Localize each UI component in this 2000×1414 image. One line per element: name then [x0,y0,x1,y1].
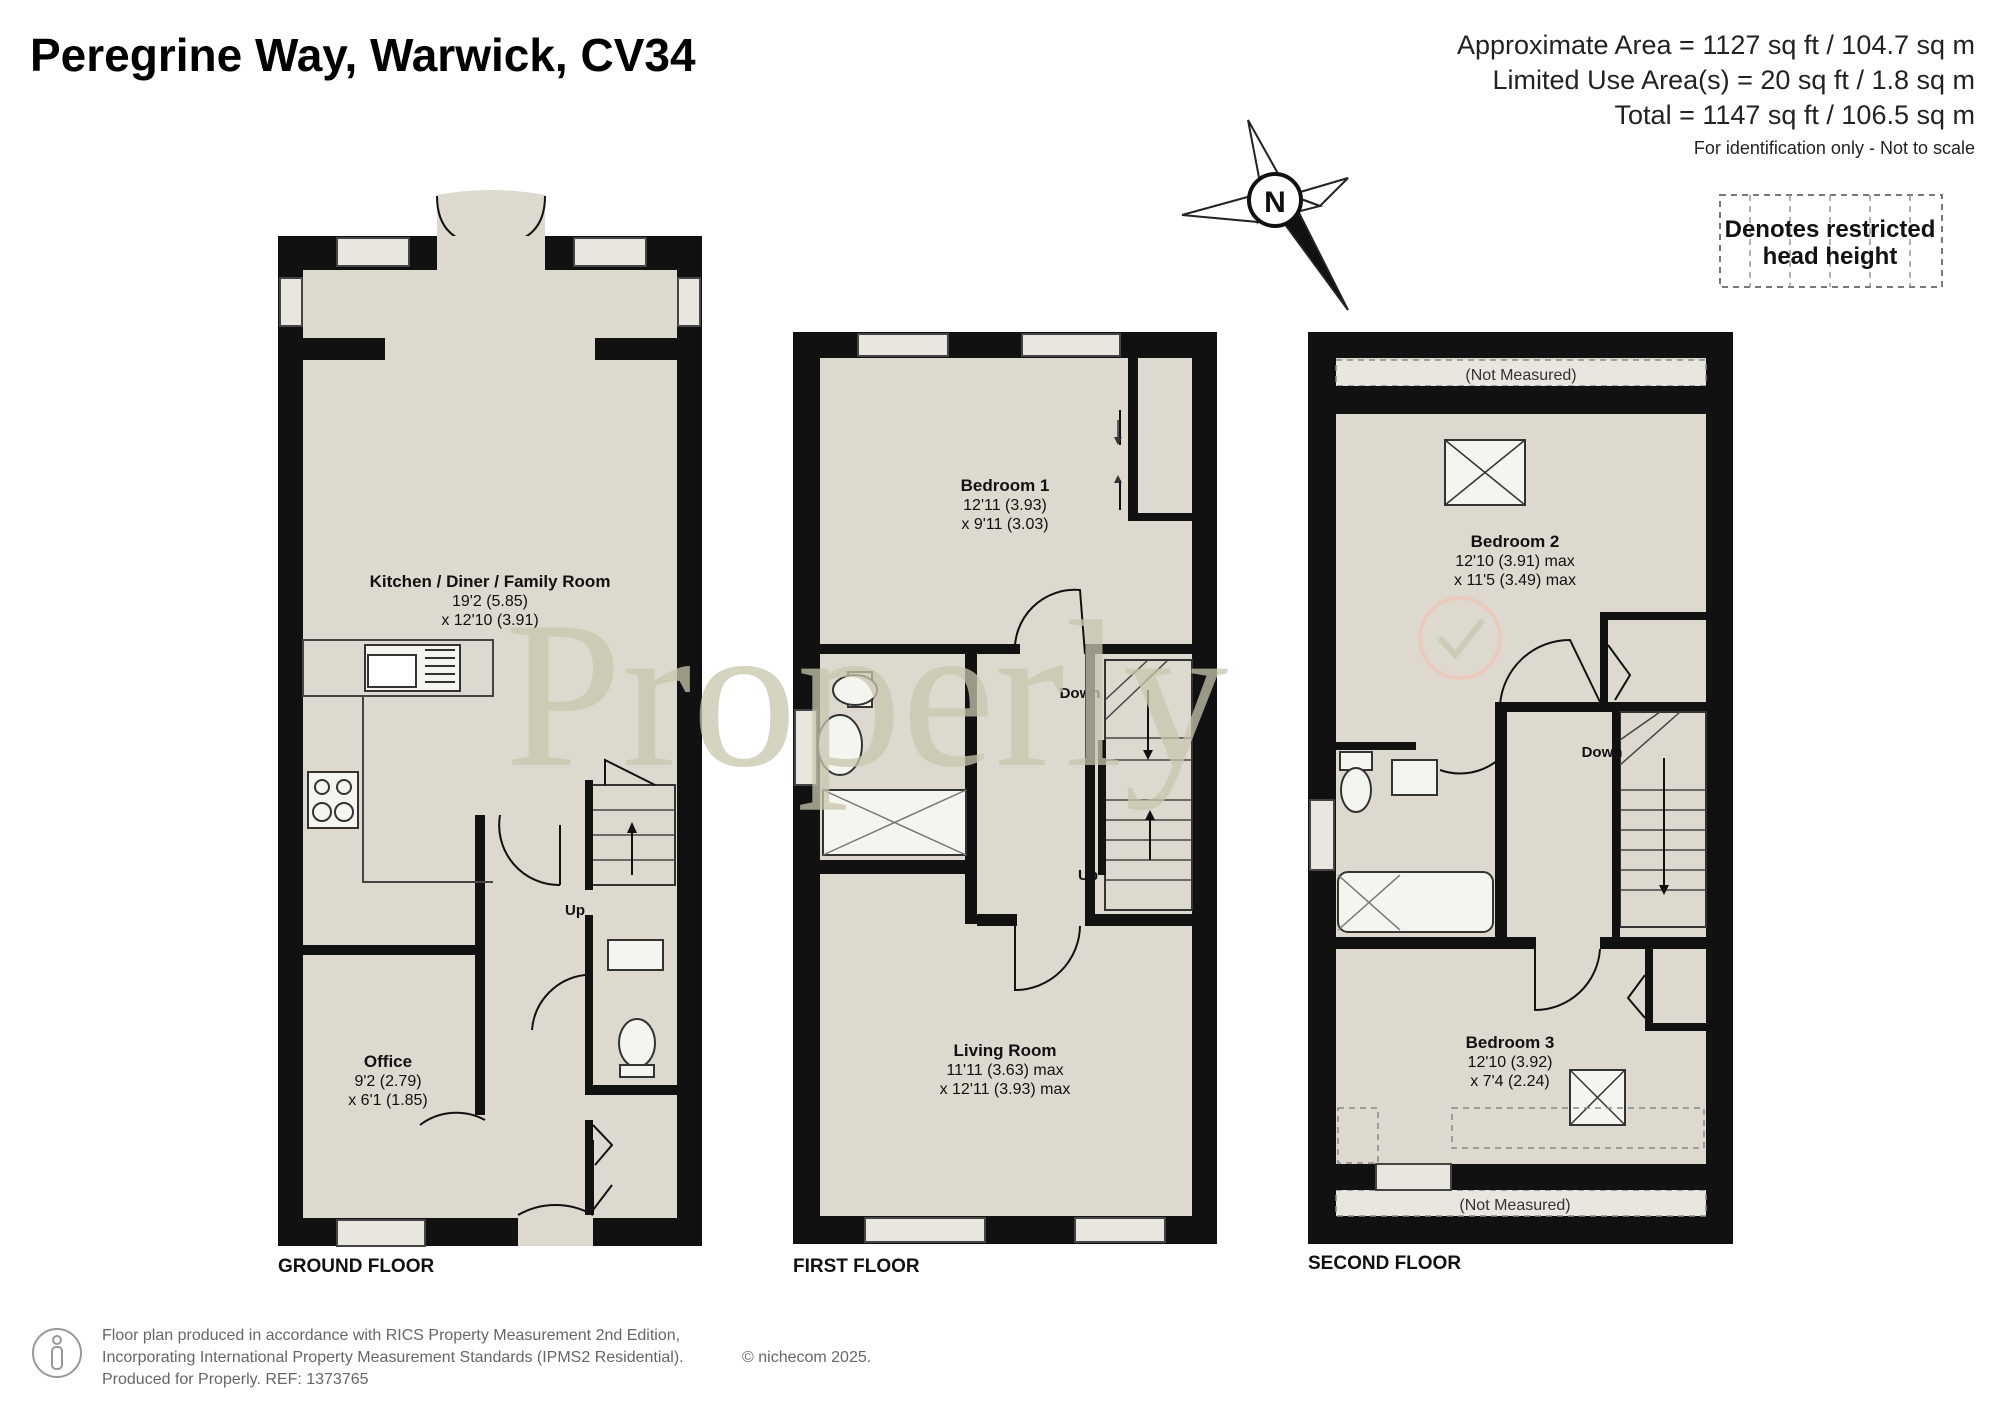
footer-credits: Floor plan produced in accordance with R… [102,1325,871,1391]
bedroom3-room-name: Bedroom 3 [1466,1033,1555,1052]
footer-line-3: Produced for Properly. REF: 1373765 [102,1371,369,1388]
person-icon [32,1328,82,1378]
living-room-name: Living Room [954,1041,1057,1060]
not-measured-top: (Not Measured) [1465,367,1576,384]
restricted-height-legend: Denotes restricted head height [1719,194,1943,288]
footer-copyright: © nichecom 2025. [742,1349,872,1366]
second-floor-label: SECOND FLOOR [1308,1253,1461,1274]
total-area: Total = 1147 sq ft / 106.5 sq m [1614,100,1975,130]
first-floor-plan: Bedroom 1 12'11 (3.93) x 9'11 (3.03) Liv… [793,332,1217,1277]
legend-line-2: head height [1763,243,1898,270]
kitchen-dimension-2: x 12'10 (3.91) [441,612,538,629]
living-dimension-2: x 12'11 (3.93) max [940,1081,1071,1098]
kitchen-dimension-1: 19'2 (5.85) [452,593,528,610]
approximate-area: Approximate Area = 1127 sq ft / 104.7 sq… [1456,30,1975,60]
compass-icon: N [1181,119,1349,311]
not-measured-bottom: (Not Measured) [1459,1197,1570,1214]
first-floor-label: FIRST FLOOR [793,1256,920,1277]
first-stairs-down-label: Down [1060,685,1101,702]
area-summary: Approximate Area = 1127 sq ft / 104.7 sq… [1457,28,1975,163]
watermark: Properly [505,579,1502,811]
watermark-text: Properly [505,579,1228,811]
footer-line-2: Incorporating International Property Mea… [102,1349,684,1366]
bedroom1-dimension-1: 12'11 (3.93) [963,497,1047,514]
ground-stairs-label: Up [565,902,585,919]
legend-line-1: Denotes restricted [1725,216,1936,243]
ground-floor-label: GROUND FLOOR [278,1256,434,1277]
second-floor-plan: (Not Measured) (Not Measured) [1308,332,1733,1274]
second-stairs-down-label: Down [1582,744,1623,761]
living-dimension-1: 11'11 (3.63) max [946,1062,1063,1079]
office-dimension-1: 9'2 (2.79) [354,1073,421,1090]
bedroom1-dimension-2: x 9'11 (3.03) [961,516,1048,533]
bedroom2-dimension-2: x 11'5 (3.49) max [1454,572,1576,589]
scale-note: For identification only - Not to scale [1693,138,1975,158]
bedroom3-dimension-1: 12'10 (3.92) [1468,1054,1553,1071]
bedroom1-room-name: Bedroom 1 [961,476,1050,495]
first-stairs-up-label: Up [1078,867,1098,884]
bedroom2-dimension-1: 12'10 (3.91) max [1455,553,1575,570]
bedroom2-room-name: Bedroom 2 [1471,532,1560,551]
compass-label: N [1264,186,1286,219]
ground-floor-plan: Kitchen / Diner / Family Room 19'2 (5.85… [278,190,702,1277]
office-room-name: Office [364,1052,412,1071]
footer-line-1: Floor plan produced in accordance with R… [102,1327,681,1344]
limited-use-area: Limited Use Area(s) = 20 sq ft / 1.8 sq … [1492,65,1975,95]
office-dimension-2: x 6'1 (1.85) [348,1092,428,1109]
kitchen-room-name: Kitchen / Diner / Family Room [370,572,611,591]
page-title: Peregrine Way, Warwick, CV34 [30,29,696,81]
bedroom3-dimension-2: x 7'4 (2.24) [1470,1073,1550,1090]
